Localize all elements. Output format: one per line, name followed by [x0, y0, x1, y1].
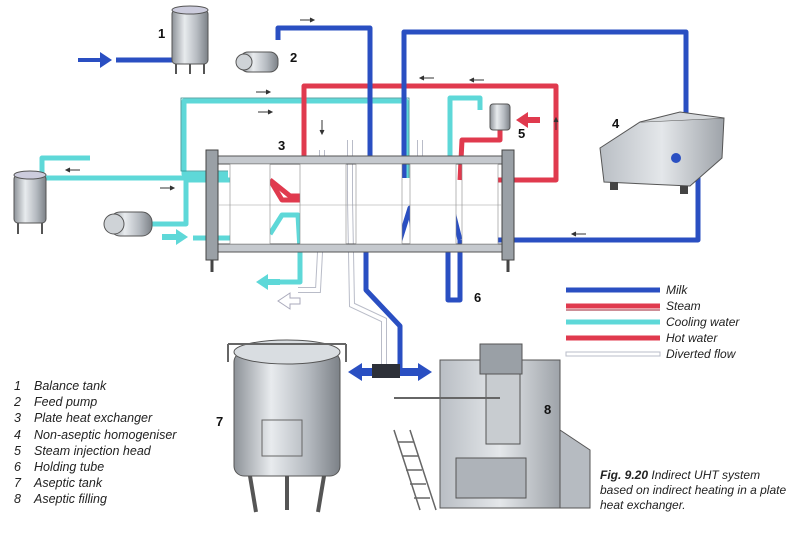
label-plate-heat-exchanger: 3 [278, 138, 285, 153]
label-balance-tank: 1 [158, 26, 165, 41]
legend-hot-water: Hot water [666, 331, 718, 345]
valve-flow-arrows [348, 363, 432, 381]
steam-inlet-arrow [516, 112, 540, 128]
cooling-outlet-arrow [256, 274, 280, 290]
diverted-outlet-arrow [277, 292, 301, 310]
feed-pump [235, 51, 279, 73]
flow-direction-arrows [64, 17, 586, 237]
cooling-water-tank [13, 170, 47, 234]
figure-number: Fig. 9.20 [600, 468, 649, 482]
label-aseptic-filling: 8 [544, 402, 551, 417]
figure-caption: Fig. 9.20 Indirect UHT system based on i… [600, 468, 796, 513]
legend: Milk Steam Cooling water Hot water Diver… [565, 283, 740, 361]
milk-pipes [116, 25, 701, 370]
label-steam-injection-head: 5 [518, 126, 525, 141]
legend-milk: Milk [666, 283, 688, 297]
label-aseptic-tank: 7 [216, 414, 223, 429]
component-numbers: 1 2 3 4 5 6 7 8 [158, 26, 620, 429]
plate-heat-exchanger [205, 149, 515, 272]
steam-injection-head [489, 103, 511, 131]
aseptic-filling-machine [393, 343, 591, 511]
legend-cooling-water: Cooling water [666, 315, 740, 329]
homogeniser [599, 111, 725, 194]
legend-swatch-diverted-flow [565, 351, 661, 357]
legend-diverted-flow: Diverted flow [666, 347, 737, 361]
label-feed-pump: 2 [290, 50, 297, 65]
label-holding-tube: 6 [474, 290, 481, 305]
divert-valve [372, 364, 400, 378]
cooling-water-pump [103, 211, 153, 237]
aseptic-tank [227, 339, 347, 513]
figure-caption-text: Indirect UHT system based on indirect he… [600, 468, 787, 512]
cooling-inlet-arrow [162, 229, 188, 245]
legend-steam: Steam [666, 299, 701, 313]
balance-tank [171, 5, 209, 74]
milk-inlet-arrow [78, 52, 112, 68]
label-homogeniser: 4 [612, 116, 620, 131]
